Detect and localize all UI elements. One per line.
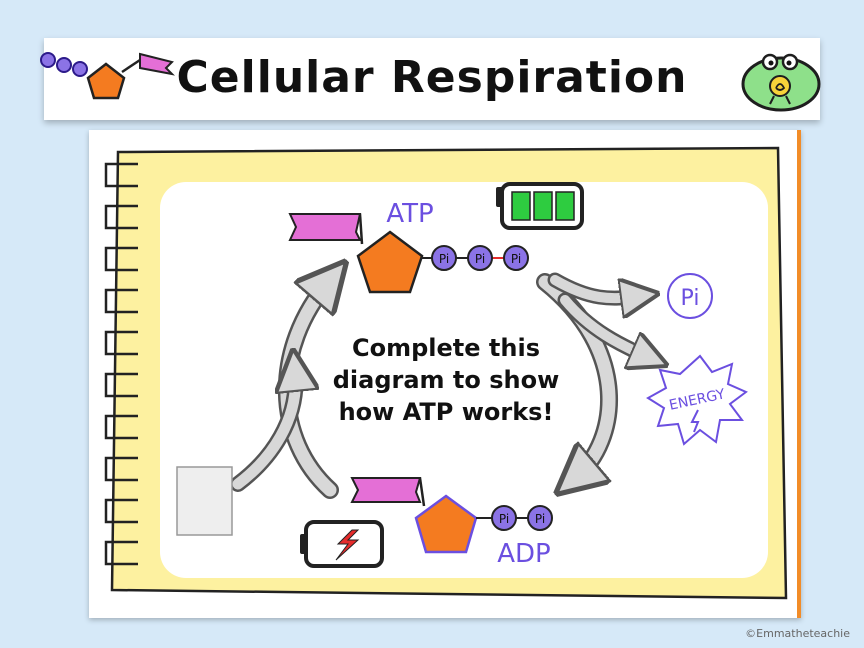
instruction-text: Complete this diagram to show how ATP wo… <box>316 332 576 428</box>
page-title: Cellular Respiration <box>176 52 688 103</box>
full-battery-icon <box>496 182 584 230</box>
cycle-arrows <box>230 280 650 499</box>
answer-box[interactable] <box>176 466 233 536</box>
atp-pentagon <box>356 230 424 294</box>
atp-ribbon <box>288 213 362 241</box>
adp-label: ADP <box>497 539 551 569</box>
adp-phosphate-1 <box>491 505 517 531</box>
adp-phosphate-2-label: Pi <box>535 512 545 526</box>
adp-phosphate-2 <box>527 505 553 531</box>
mascot-icon <box>741 53 821 112</box>
adp-phosphate-1-label: Pi <box>499 512 509 526</box>
energy-burst: ENERGY <box>646 354 748 446</box>
credit-text: ©Emmatheteachie <box>745 627 850 640</box>
low-battery-icon <box>300 520 384 568</box>
lightning-icon <box>690 409 700 433</box>
adp-pentagon <box>414 494 478 554</box>
adp-ribbon <box>350 477 422 503</box>
title-bar: Cellular Respiration <box>40 38 821 120</box>
atp-molecule-logo-icon <box>40 52 175 100</box>
atp-phosphate-3 <box>503 245 529 271</box>
atp-phosphate-1 <box>431 245 457 271</box>
instruction-line-1: Complete this <box>352 334 540 362</box>
instruction-line-2: diagram to show <box>332 366 560 394</box>
notebook-spiral-rings <box>104 162 138 566</box>
released-phosphate: Pi <box>667 273 713 319</box>
atp-label: ATP <box>386 199 433 229</box>
adp-molecule: Pi Pi ADP <box>350 477 553 569</box>
released-phosphate-label: Pi <box>681 286 700 311</box>
instruction-line-3: how ATP works! <box>338 398 554 426</box>
atp-phosphate-3-label: Pi <box>511 252 521 266</box>
atp-molecule: Pi Pi Pi ATP <box>288 199 529 294</box>
atp-phosphate-1-label: Pi <box>439 252 449 266</box>
atp-phosphate-2-label: Pi <box>475 252 485 266</box>
atp-phosphate-2 <box>467 245 493 271</box>
